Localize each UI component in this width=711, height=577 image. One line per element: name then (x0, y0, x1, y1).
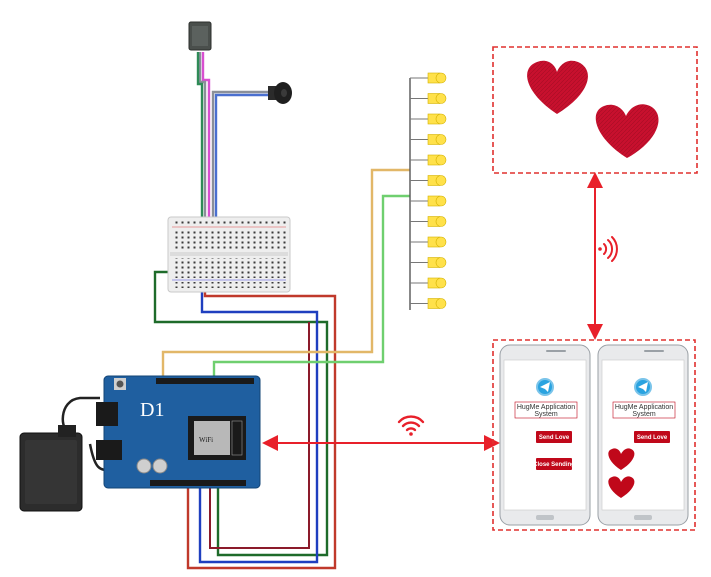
wire-yellow (161, 168, 410, 380)
wire-buzzer-gray (211, 90, 276, 272)
battery-pack (19, 396, 111, 512)
phones-panel: HugMe Application System Send Love Close… (492, 339, 696, 531)
led-6 (410, 175, 447, 186)
connection-links (262, 172, 618, 451)
led-8 (410, 216, 447, 227)
phone-right: HugMe Application System Send Love (597, 344, 689, 526)
display-panel (492, 46, 698, 174)
buzzer (268, 82, 292, 104)
board-label: D1 (140, 399, 164, 421)
heart-large (527, 60, 588, 114)
wire-red (186, 285, 337, 570)
wire-green-sensor (196, 52, 204, 265)
wires (153, 52, 410, 570)
wifi-icon (397, 415, 425, 436)
heart-icon (608, 448, 635, 470)
send-love-button[interactable]: Send Love (536, 431, 572, 443)
led-11 (410, 277, 447, 289)
close-sending-button[interactable]: Close Sending (533, 458, 575, 470)
heart-small (595, 104, 659, 158)
led-4 (410, 134, 447, 145)
phone-left: HugMe Application System Send Love Close… (499, 344, 591, 526)
app-title-line2: System (632, 411, 656, 418)
wire-pink (201, 52, 211, 275)
led-7 (410, 195, 447, 207)
led-9 (410, 236, 447, 248)
telegram-icon (536, 378, 554, 396)
breadboard (167, 216, 291, 293)
app-title-line2: System (534, 411, 558, 418)
led-2 (410, 93, 447, 104)
send-love-label: Send Love (539, 435, 570, 441)
led-5 (410, 154, 447, 166)
app-title-line1: HugMe Application (517, 404, 575, 411)
wemos-d1-board: D1 WiFi (96, 375, 261, 489)
led-10 (410, 257, 447, 268)
touch-sensor (188, 21, 212, 51)
telegram-icon (634, 378, 652, 396)
wire-buzzer-blue (214, 93, 276, 270)
wire-light-green (212, 194, 410, 380)
close-sending-label: Close Sending (533, 462, 575, 468)
led-12 (410, 298, 447, 309)
wire-dark-green (153, 270, 329, 557)
send-love-button[interactable]: Send Love (634, 431, 670, 443)
send-love-label: Send Love (637, 435, 668, 441)
wifi-module-label: WiFi (199, 436, 213, 444)
led-1 (410, 72, 447, 84)
led-3 (410, 113, 447, 125)
signal-icon (598, 236, 618, 262)
wire-gray (198, 52, 207, 270)
app-title-line1: HugMe Application (615, 404, 673, 411)
led-array (409, 72, 447, 310)
heart-icon (608, 476, 635, 498)
